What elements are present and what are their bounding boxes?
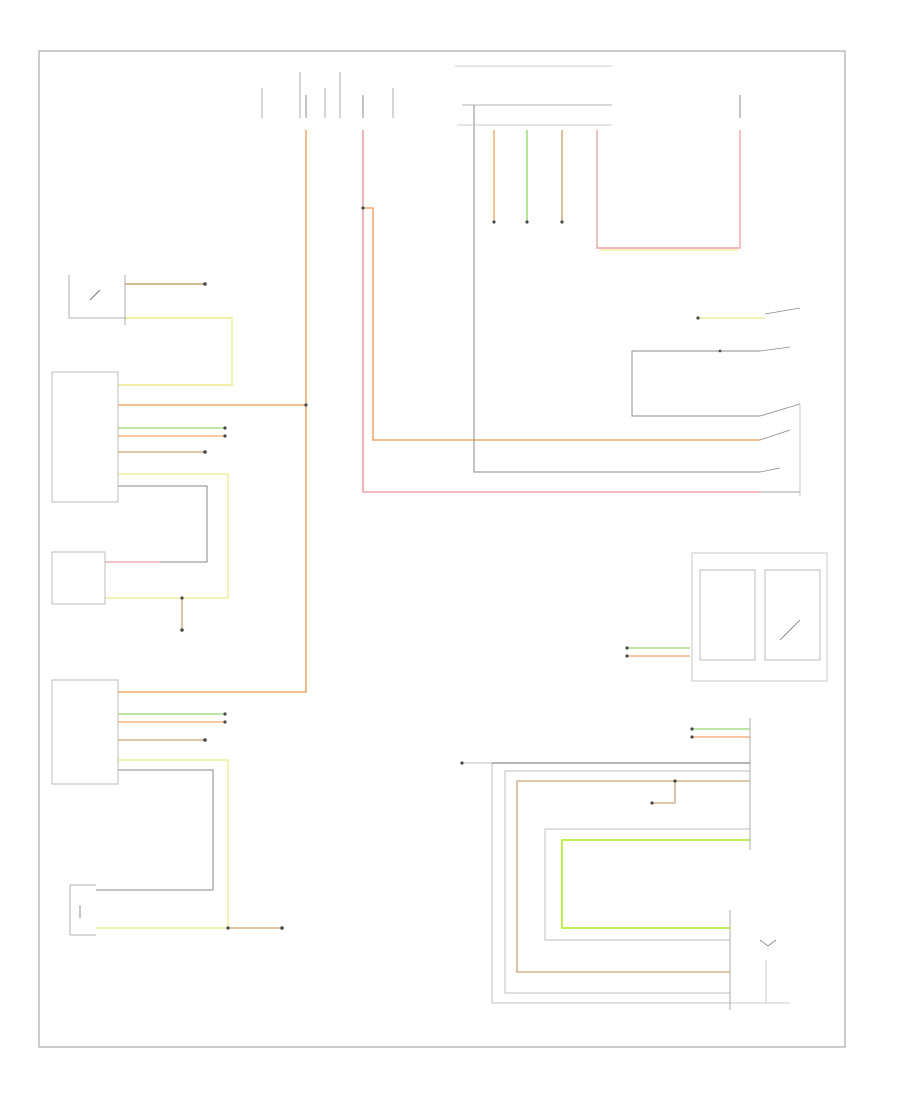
wire-orange-main — [118, 130, 307, 693]
sensor-element-1 — [699, 569, 756, 661]
splice-points — [180, 206, 722, 930]
sensor-bottom-left — [69, 884, 96, 936]
wire-gray-ground — [473, 105, 760, 473]
wire-gray-1 — [105, 485, 208, 563]
diagram-frame — [38, 50, 846, 1048]
wire-yellow-switch — [118, 317, 233, 386]
wire-gray-loop2 — [504, 770, 750, 994]
sensor-bottom-right-2 — [767, 939, 777, 947]
component-small — [51, 551, 106, 605]
sensor-bottom-right — [759, 939, 769, 947]
wire-gray-pedal — [631, 350, 760, 417]
wire-brown-loop — [516, 780, 750, 973]
wire-gray-2 — [96, 769, 214, 891]
wire-green-loop — [561, 839, 750, 929]
brake-switch-right — [759, 307, 801, 496]
wire-gray-outer — [462, 762, 730, 1004]
wire-yellow-1 — [105, 473, 229, 599]
fuse-block-top — [261, 72, 394, 118]
sensor-element-2 — [764, 569, 821, 661]
wire-yellow-2 — [96, 759, 229, 929]
wire-gray-loop3 — [544, 828, 750, 941]
wire-orange-switch — [363, 207, 760, 441]
switch-top-left — [68, 275, 126, 325]
sensor-module-right — [691, 552, 828, 682]
wire-top-4 — [596, 130, 741, 249]
control-module-lower — [51, 679, 119, 785]
control-module-upper — [51, 371, 119, 503]
sensor-element-diag — [779, 619, 801, 641]
wire-pink-feed — [362, 130, 760, 493]
